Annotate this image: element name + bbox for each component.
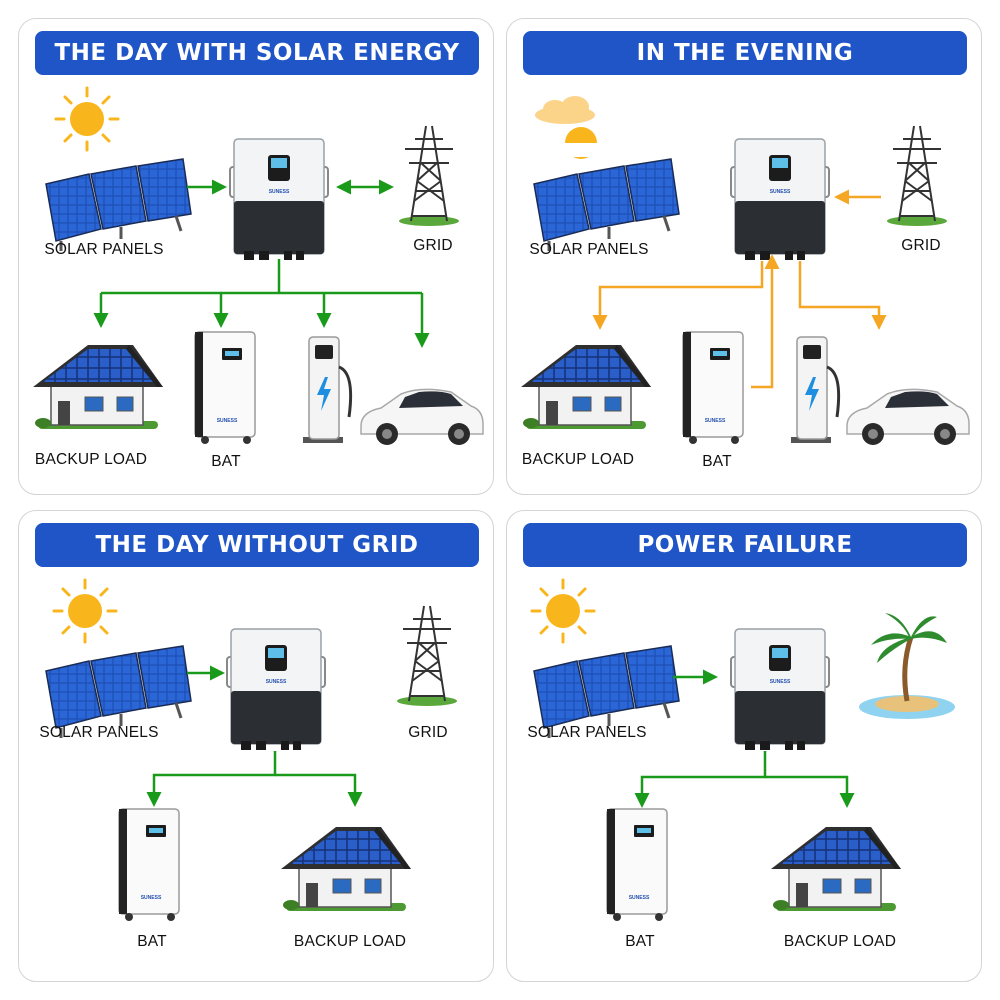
panel-day-without-grid: THE DAY WITHOUT GRID SOLAR PANELS GRID B… xyxy=(18,510,494,982)
label-backup-load: BACKUP LOAD xyxy=(34,451,148,468)
flow-arrow xyxy=(146,751,277,807)
flow-bus xyxy=(101,259,422,295)
power-tower-icon xyxy=(396,605,458,707)
label-backup-load: BACKUP LOAD xyxy=(293,933,407,950)
battery-icon xyxy=(118,808,180,922)
flow-arrow xyxy=(765,775,855,808)
ev-charger-icon xyxy=(301,335,353,445)
battery-icon xyxy=(606,808,668,922)
diagram-day-with-solar xyxy=(32,86,484,446)
inverter-icon xyxy=(226,628,326,751)
sun-icon xyxy=(54,86,120,152)
car-icon xyxy=(846,388,970,446)
label-solar-panels: SOLAR PANELS xyxy=(44,241,164,258)
panel-title: IN THE EVENING xyxy=(523,31,967,75)
ev-charger-icon xyxy=(789,335,841,445)
label-solar-panels: SOLAR PANELS xyxy=(529,241,649,258)
island-icon xyxy=(859,613,955,719)
diagram-power-failure xyxy=(530,578,983,922)
battery-icon xyxy=(194,331,256,445)
label-backup-load: BACKUP LOAD xyxy=(783,933,897,950)
car-icon xyxy=(360,388,484,446)
label-grid: GRID xyxy=(901,237,941,254)
label-bat: BAT xyxy=(211,453,241,470)
label-solar-panels: SOLAR PANELS xyxy=(527,724,647,741)
cloud-icon xyxy=(535,96,595,124)
house-icon xyxy=(770,826,902,912)
diagram-in-the-evening xyxy=(520,96,970,446)
house-icon xyxy=(32,344,164,430)
flow-arrow xyxy=(275,773,363,807)
diagram-day-without-grid xyxy=(44,578,458,922)
solar-panel-icon xyxy=(532,157,681,253)
power-tower-icon xyxy=(398,125,460,227)
label-bat: BAT xyxy=(702,453,732,470)
house-icon xyxy=(520,344,652,430)
power-tower-icon xyxy=(886,125,948,227)
panel-day-with-solar: THE DAY WITH SOLAR ENERGY SOLAR PANELS G… xyxy=(18,18,494,495)
panel-title: THE DAY WITHOUT GRID xyxy=(35,523,479,567)
panel-power-failure: POWER FAILURE SOLAR PANELS BAT BACKUP LO… xyxy=(506,510,982,982)
battery-icon xyxy=(682,331,744,445)
flow-arrow xyxy=(798,261,887,330)
inverter-icon xyxy=(730,628,830,751)
inverter-icon xyxy=(229,138,329,261)
sun-icon xyxy=(52,578,118,644)
label-grid: GRID xyxy=(408,724,448,741)
label-solar-panels: SOLAR PANELS xyxy=(39,724,159,741)
label-bat: BAT xyxy=(137,933,167,950)
panel-in-the-evening: IN THE EVENING SOLAR PANELS GRID BACKUP … xyxy=(506,18,982,495)
inverter-icon xyxy=(730,138,830,261)
solar-panel-icon xyxy=(44,157,193,253)
flow-arrow xyxy=(751,254,780,389)
panel-title: THE DAY WITH SOLAR ENERGY xyxy=(35,31,479,75)
label-backup-load: BACKUP LOAD xyxy=(521,451,635,468)
flow-arrow xyxy=(634,751,767,808)
flow-arrow xyxy=(592,261,764,330)
sun-icon xyxy=(530,578,596,644)
house-icon xyxy=(280,826,412,912)
label-bat: BAT xyxy=(625,933,655,950)
panel-title: POWER FAILURE xyxy=(523,523,967,567)
label-grid: GRID xyxy=(413,237,453,254)
